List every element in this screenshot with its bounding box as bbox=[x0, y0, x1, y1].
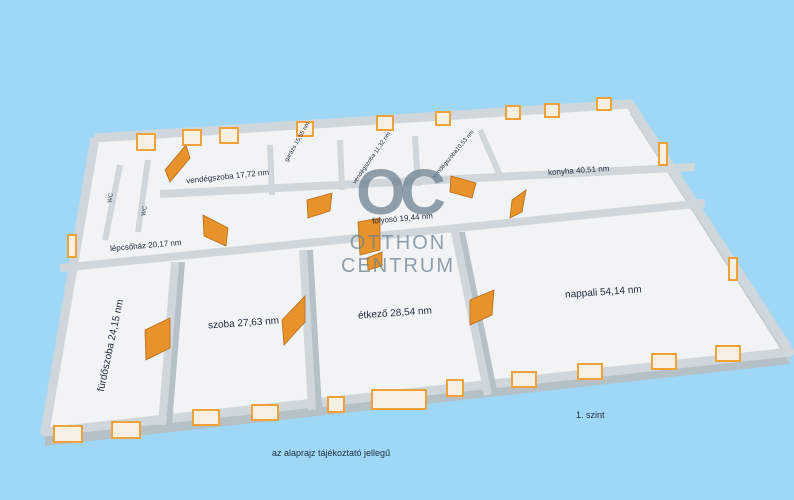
door-icon bbox=[469, 289, 495, 326]
door-icon bbox=[202, 214, 229, 247]
windows-side bbox=[67, 142, 738, 281]
door-icon bbox=[449, 175, 477, 199]
window-icon bbox=[596, 97, 612, 111]
wall-vendeg3 bbox=[412, 135, 421, 187]
wall-corridor-bottom bbox=[59, 199, 706, 272]
wall-garazs bbox=[267, 144, 275, 196]
watermark-logo: OC OTTHON CENTRUM bbox=[338, 160, 458, 278]
doors bbox=[144, 144, 527, 361]
wall-szoba bbox=[299, 249, 316, 411]
window-icon bbox=[371, 389, 427, 410]
door-icon bbox=[281, 295, 306, 346]
window-icon bbox=[192, 409, 220, 426]
window-icon bbox=[136, 133, 156, 151]
window-icon bbox=[651, 353, 677, 370]
door-icon bbox=[144, 317, 171, 361]
window-icon bbox=[446, 379, 464, 397]
level-label: 1. szint bbox=[576, 410, 605, 420]
window-icon bbox=[251, 404, 279, 421]
outer-wall-outline bbox=[40, 99, 794, 437]
watermark-line1: OTTHON bbox=[349, 232, 447, 254]
door-icon bbox=[357, 217, 381, 256]
wall-face-furdo bbox=[166, 262, 185, 425]
window-icon bbox=[658, 142, 668, 166]
door-icon bbox=[164, 144, 191, 183]
window-icon bbox=[577, 363, 603, 380]
window-icon bbox=[728, 257, 738, 281]
wall-vendeg2 bbox=[337, 139, 345, 191]
door-icon bbox=[306, 192, 333, 219]
window-icon bbox=[715, 345, 741, 362]
window-icon bbox=[544, 103, 560, 118]
window-icon bbox=[53, 425, 83, 443]
window-icon bbox=[505, 105, 521, 120]
window-icon bbox=[296, 121, 314, 137]
wall-konyha bbox=[477, 128, 505, 182]
door-icon bbox=[366, 251, 383, 271]
wall-wc-b bbox=[135, 159, 151, 233]
window-icon bbox=[327, 396, 345, 413]
door-icon bbox=[509, 189, 527, 219]
windows-bottom bbox=[53, 345, 741, 443]
window-icon bbox=[511, 371, 537, 388]
watermark-mark: OC bbox=[356, 156, 446, 228]
window-icon bbox=[376, 115, 394, 131]
window-icon bbox=[67, 234, 77, 258]
wall-face-szoba bbox=[307, 250, 322, 410]
wall-corridor-top bbox=[159, 163, 696, 198]
window-icon bbox=[111, 421, 141, 439]
window-icon bbox=[435, 111, 451, 126]
window-icon bbox=[219, 127, 239, 144]
wall-wc-a bbox=[102, 164, 123, 241]
watermark-line2: CENTRUM bbox=[341, 255, 455, 277]
disclaimer-note: az alaprajz tájékoztató jellegű bbox=[272, 448, 391, 458]
window-icon bbox=[182, 129, 202, 146]
windows-top bbox=[136, 97, 612, 151]
